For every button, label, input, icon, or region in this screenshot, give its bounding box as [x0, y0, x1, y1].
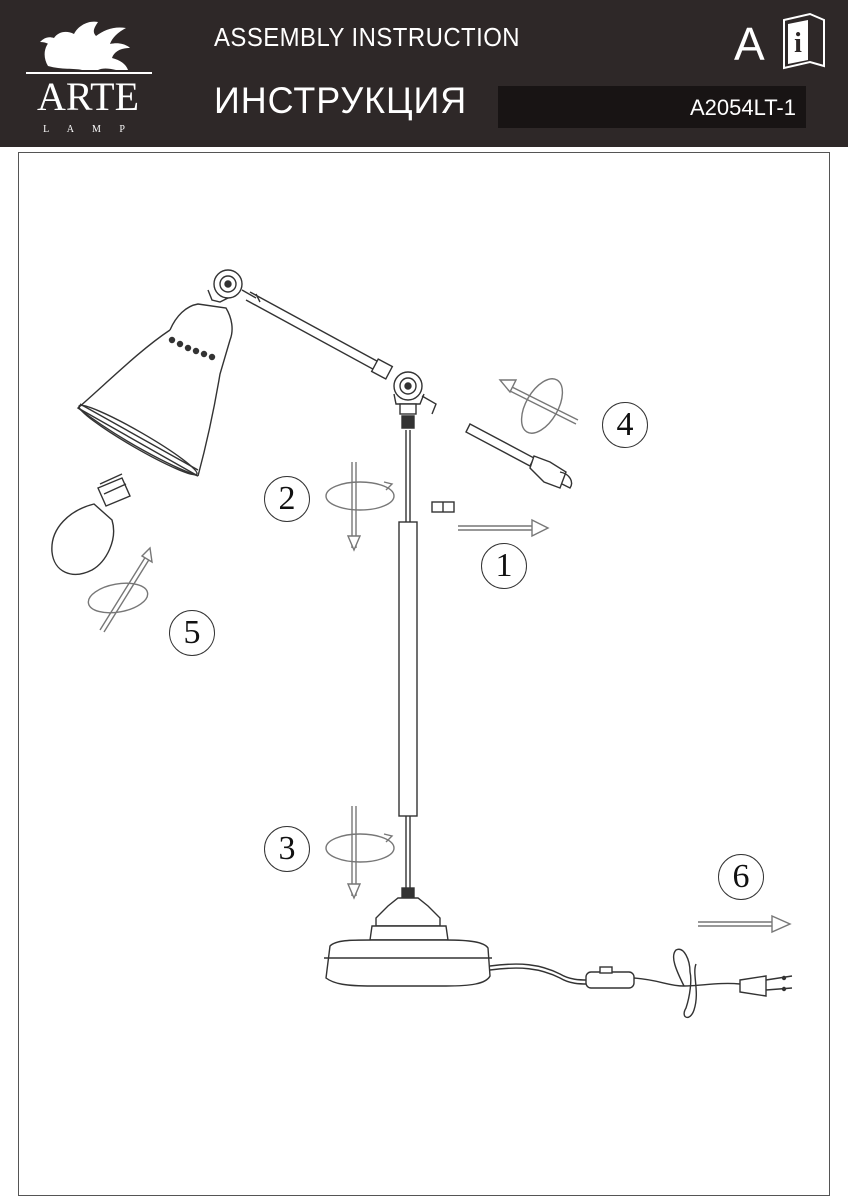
step-5-badge: 5	[169, 610, 215, 656]
lamp-arm	[245, 291, 394, 380]
header-bar: ARTE L A M P ASSEMBLY INSTRUCTION ИНСТРУ…	[0, 0, 848, 147]
model-box: A2054LT-1	[498, 86, 806, 128]
arte-lamp-logo: ARTE L A M P	[26, 21, 152, 135]
upper-rod	[405, 430, 411, 522]
power-cable	[489, 948, 793, 1018]
bottom-knuckle	[393, 371, 437, 429]
title-english: ASSEMBLY INSTRUCTION	[214, 22, 521, 52]
light-bulb	[51, 473, 131, 575]
lower-rod	[405, 816, 411, 890]
brand-sub-text: L A M P	[43, 124, 133, 135]
step-4-number: 4	[616, 406, 634, 443]
info-icon-symbol: i	[794, 28, 802, 59]
diagram-frame	[18, 152, 830, 1196]
step-6-number: 6	[732, 858, 750, 895]
step-4-badge: 4	[602, 402, 648, 448]
main-stem	[398, 521, 418, 817]
step-2-number: 2	[278, 480, 296, 517]
info-book-icon: A i	[734, 12, 825, 70]
title-russian: ИНСТРУКЦИЯ	[214, 80, 468, 121]
lamp-shade	[76, 303, 233, 477]
base-connector	[401, 887, 415, 899]
step-2-badge: 2	[264, 476, 310, 522]
model-number: A2054LT-1	[689, 95, 796, 120]
lamp-base	[324, 897, 492, 987]
step-1-badge: 1	[481, 543, 527, 589]
top-knuckle	[207, 269, 257, 303]
step4-rod-part	[465, 423, 573, 489]
step-6-badge: 6	[718, 854, 764, 900]
step-1-number: 1	[495, 547, 513, 584]
info-icon-letter: A	[734, 18, 765, 70]
step-3-number: 3	[278, 830, 296, 867]
brand-main-text: ARTE	[37, 74, 139, 119]
step-3-badge: 3	[264, 826, 310, 872]
step-5-number: 5	[183, 614, 201, 651]
step1-arrow	[458, 525, 540, 531]
